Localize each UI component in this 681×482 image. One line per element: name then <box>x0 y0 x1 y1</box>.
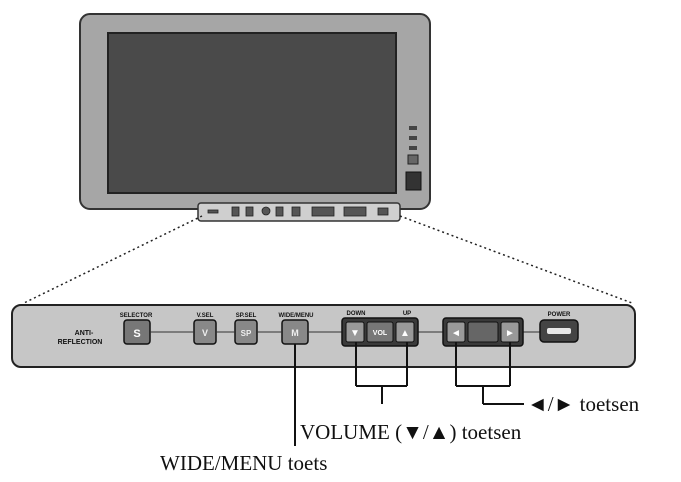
selector-button[interactable]: S <box>123 319 151 345</box>
power-label: POWER <box>548 312 571 318</box>
wide-menu-label: WIDE/MENU <box>279 313 314 319</box>
vol-indicator: VOL <box>366 321 394 343</box>
volume-keys-callout: VOLUME (▼/▲) toetsen <box>300 420 522 444</box>
left-arrow-button[interactable]: ◄ <box>446 321 466 343</box>
side-indicator <box>409 146 417 150</box>
volume-up-button[interactable]: ▲ <box>395 321 415 343</box>
right-arrow-button[interactable]: ► <box>500 321 520 343</box>
volume-callout-bracket <box>355 342 408 404</box>
v-sel-key: V <box>202 328 208 338</box>
volume-up-label: UP <box>403 311 411 317</box>
sp-sel-button[interactable]: SP <box>234 319 258 345</box>
side-indicator <box>409 136 417 140</box>
anti-reflection-label-1: ANTI- <box>75 330 94 337</box>
right-arrow-key: ► <box>505 328 515 339</box>
selector-label: SELECTOR <box>120 313 153 319</box>
monitor <box>79 13 431 222</box>
volume-down-label: DOWN <box>347 311 366 317</box>
selector-key: S <box>133 328 140 340</box>
zoom-line-left <box>23 215 203 304</box>
side-button <box>407 154 419 165</box>
v-sel-label: V.SEL <box>197 313 214 319</box>
zoom-line-right <box>399 215 633 304</box>
wide-menu-key: M <box>291 328 299 338</box>
wide-menu-button[interactable]: M <box>281 319 309 345</box>
arrow-callout-bracket <box>455 342 524 405</box>
wide-menu-key-callout: WIDE/MENU toets <box>160 451 327 475</box>
side-sensor <box>405 171 422 191</box>
mini-buttons <box>207 206 389 217</box>
side-indicator <box>409 126 417 130</box>
volume-up-key: ▲ <box>400 328 410 339</box>
power-button[interactable] <box>539 319 579 343</box>
anti-reflection-label-2: REFLECTION <box>58 339 103 346</box>
left-arrow-key: ◄ <box>451 328 461 339</box>
volume-down-key: ▼ <box>350 328 360 339</box>
monitor-screen <box>107 32 397 194</box>
arrow-center <box>467 321 499 343</box>
arrow-keys-callout: ◄/► toetsen <box>527 392 640 416</box>
v-sel-button[interactable]: V <box>193 319 217 345</box>
sp-sel-key: SP <box>241 329 252 338</box>
sp-sel-label: SP.SEL <box>236 313 257 319</box>
volume-down-button[interactable]: ▼ <box>345 321 365 343</box>
power-indicator <box>547 328 571 334</box>
vol-key: VOL <box>373 330 388 337</box>
